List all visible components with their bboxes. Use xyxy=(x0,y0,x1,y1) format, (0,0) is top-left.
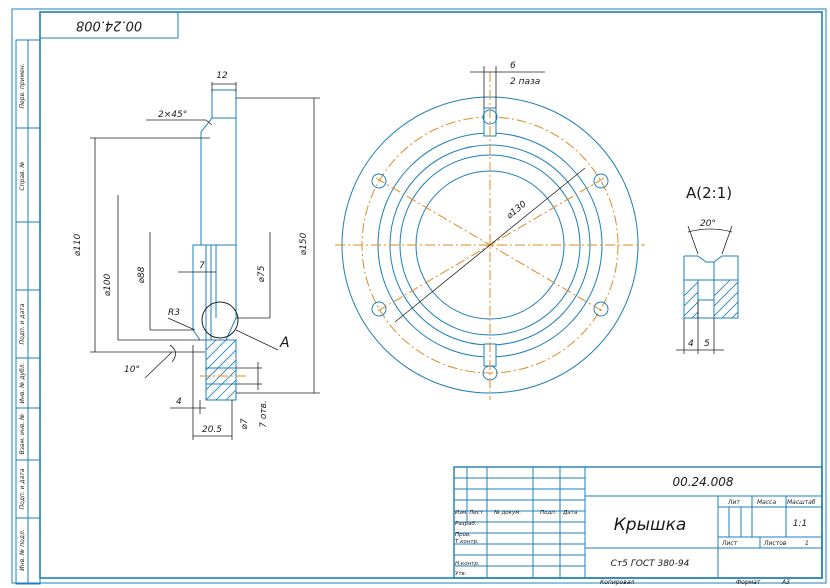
row-tkontr: Т.контр. xyxy=(455,539,479,545)
dim-d100: ⌀100 xyxy=(103,273,113,296)
col-sign: Подп. xyxy=(540,510,557,516)
detail-title: A(2:1) xyxy=(686,184,732,202)
section-view: 12 2×45° ⌀110 ⌀100 ⌀88 ⌀75 ⌀150 7 R3 xyxy=(73,71,320,440)
dim-width-12: 12 xyxy=(216,71,228,81)
col-date: Дата xyxy=(562,510,578,516)
dim-hole-d7: ⌀7 xyxy=(240,418,250,429)
row-utv: Утв. xyxy=(455,571,467,577)
col-doc: № докум. xyxy=(493,510,521,516)
side-label-6: Подп. и дата xyxy=(19,468,26,509)
dim-chamfer: 2×45° xyxy=(158,110,187,120)
title-block: Изм Лист № докум. Подп. Дата Разраб. Про… xyxy=(453,466,823,586)
dim-holes-7: 7 отв. xyxy=(259,400,269,428)
dim-20-5: 20.5 xyxy=(202,425,222,435)
detail-view: A(2:1) 20° 4 5 xyxy=(676,184,739,354)
hdr-mass: Масса xyxy=(757,499,776,506)
inner-frame xyxy=(39,11,823,579)
dim-d88: ⌀88 xyxy=(137,266,147,283)
side-label-7: Инв. № подл. xyxy=(19,529,26,570)
side-label-2: Справ. № xyxy=(19,161,26,190)
side-label-4: Инв. № дубл. xyxy=(19,362,26,403)
outer-frame xyxy=(11,8,827,584)
side-label-1: Перв. примен. xyxy=(19,63,26,108)
material: Ст5 ГОСТ 380-94 xyxy=(611,559,690,569)
dim-4: 4 xyxy=(176,397,182,407)
col-izm: Изм xyxy=(455,510,466,516)
row-razrab: Разраб. xyxy=(455,521,477,527)
dim-pcd: ⌀130 xyxy=(505,199,529,221)
sheets-label: Листов xyxy=(763,540,787,547)
side-label-3: Подп. и дата xyxy=(19,303,26,344)
format-label: Формат xyxy=(736,579,761,586)
detail-angle: 20° xyxy=(700,219,716,229)
dim-slot-width: 6 xyxy=(510,61,516,71)
format-value: А3 xyxy=(781,579,790,586)
top-code-box xyxy=(39,11,179,39)
part-name: Крышка xyxy=(614,515,687,535)
sheets-value: 1 xyxy=(805,540,809,547)
front-view: ⌀130 6 2 паза xyxy=(335,61,645,400)
dim-d75: ⌀75 xyxy=(257,265,267,282)
col-list: Лист xyxy=(468,510,484,516)
dim-d150: ⌀150 xyxy=(299,232,309,255)
scale-value: 1:1 xyxy=(793,519,807,529)
dim-slot-qty: 2 паза xyxy=(510,77,540,87)
detail-dim-5: 5 xyxy=(704,339,710,349)
dim-7: 7 xyxy=(199,261,205,271)
callout-a: A xyxy=(279,335,290,351)
sheet-label: Лист xyxy=(721,540,738,547)
dim-r3: R3 xyxy=(168,308,180,318)
side-stamp: Перв. примен. Справ. № Подп. и дата Инв.… xyxy=(15,39,41,585)
copied-label: Копировал xyxy=(600,579,634,586)
hdr-scale: Масштаб xyxy=(787,499,816,506)
side-label-5: Взам. инв. № xyxy=(19,414,26,455)
hdr-lit: Лит xyxy=(727,499,740,506)
dim-d110: ⌀110 xyxy=(73,233,83,256)
row-nkontr: Н.контр. xyxy=(455,561,480,567)
designation: 00.24.008 xyxy=(672,475,733,489)
dim-angle: 10° xyxy=(124,365,140,375)
top-code-text: 00.24.008 xyxy=(76,18,142,33)
detail-dim-4: 4 xyxy=(688,339,694,349)
row-prov: Пров. xyxy=(455,532,471,538)
